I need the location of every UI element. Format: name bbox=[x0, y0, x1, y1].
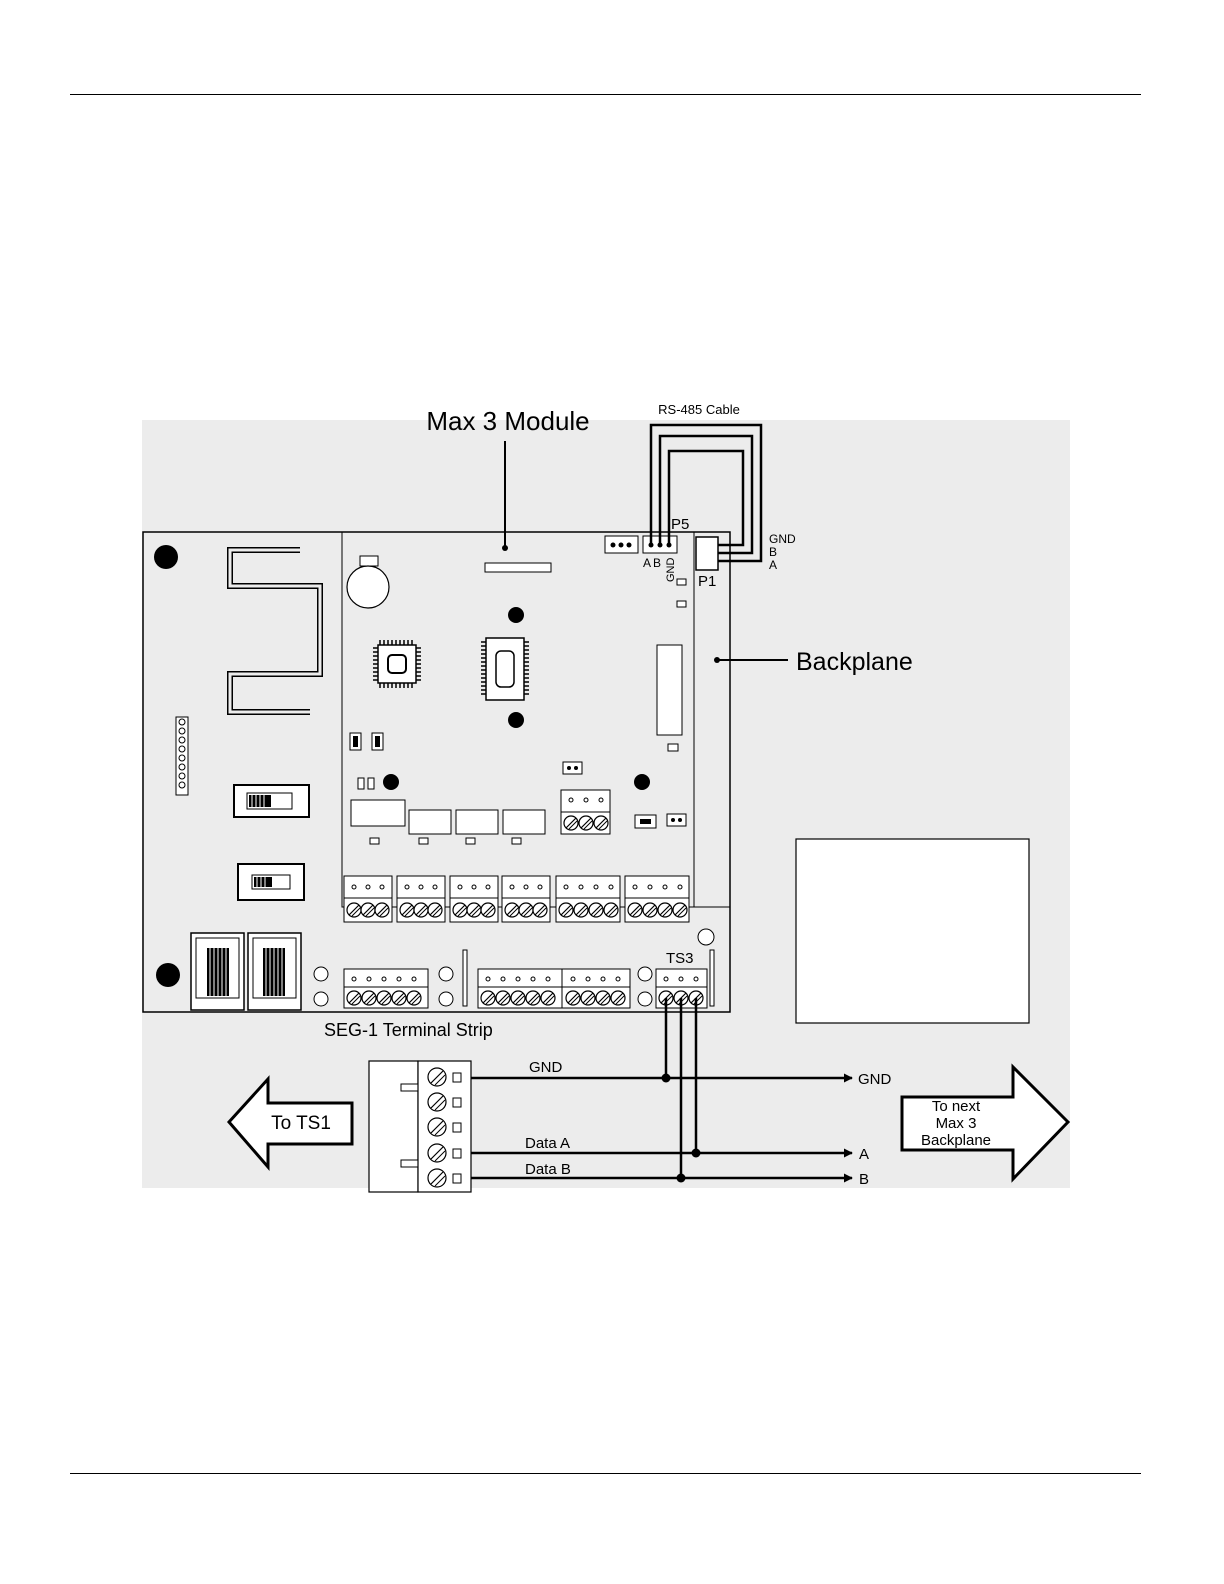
backplane-label: Backplane bbox=[796, 648, 913, 676]
p5-pin-b-label: B bbox=[653, 556, 661, 570]
p1-connector bbox=[696, 537, 718, 570]
to-next-line2: Max 3 bbox=[936, 1115, 977, 1132]
to-next-line3: Backplane bbox=[921, 1132, 991, 1149]
module-connector bbox=[485, 563, 551, 572]
slide-switch bbox=[234, 785, 309, 817]
p1-label: P1 bbox=[698, 573, 716, 590]
chip bbox=[373, 640, 421, 688]
terminal-block-small bbox=[561, 790, 610, 834]
seg1-terminal-strip bbox=[369, 1061, 471, 1192]
out-a-label: A bbox=[859, 1146, 869, 1163]
wire-data-a-label: Data A bbox=[525, 1135, 570, 1152]
out-b-label: B bbox=[859, 1171, 869, 1188]
rj-jack bbox=[191, 933, 244, 1010]
blank-box bbox=[796, 839, 1029, 1023]
to-ts1-label: To TS1 bbox=[271, 1113, 331, 1134]
wire-data-b-label: Data B bbox=[525, 1161, 571, 1178]
to-next-line1: To next bbox=[932, 1098, 981, 1115]
pin-header bbox=[176, 717, 188, 795]
rj-jack bbox=[248, 933, 301, 1010]
terminal-block-row bbox=[344, 969, 630, 1008]
slide-switch bbox=[238, 864, 304, 900]
wire-gnd-label: GND bbox=[529, 1059, 563, 1076]
backplane-board bbox=[143, 532, 730, 1012]
chip bbox=[481, 638, 529, 700]
p5-pin-a-label: A bbox=[643, 556, 651, 570]
module-label: Max 3 Module bbox=[426, 406, 589, 436]
terminal-strip-label: SEG-1 Terminal Strip bbox=[324, 1020, 493, 1040]
out-gnd-label: GND bbox=[858, 1071, 892, 1088]
header-3pin bbox=[605, 536, 638, 553]
p1-b-label: B bbox=[769, 545, 777, 559]
p1-a-label: A bbox=[769, 558, 777, 572]
p1-gnd-label: GND bbox=[769, 532, 796, 546]
mounting-hole bbox=[156, 963, 180, 987]
mounting-hole bbox=[154, 545, 178, 569]
ts3-label: TS3 bbox=[666, 950, 694, 967]
cable-label: RS-485 Cable bbox=[658, 402, 740, 417]
p5-pin-gnd-label: GND bbox=[665, 558, 677, 583]
p5-label: P5 bbox=[671, 516, 689, 533]
